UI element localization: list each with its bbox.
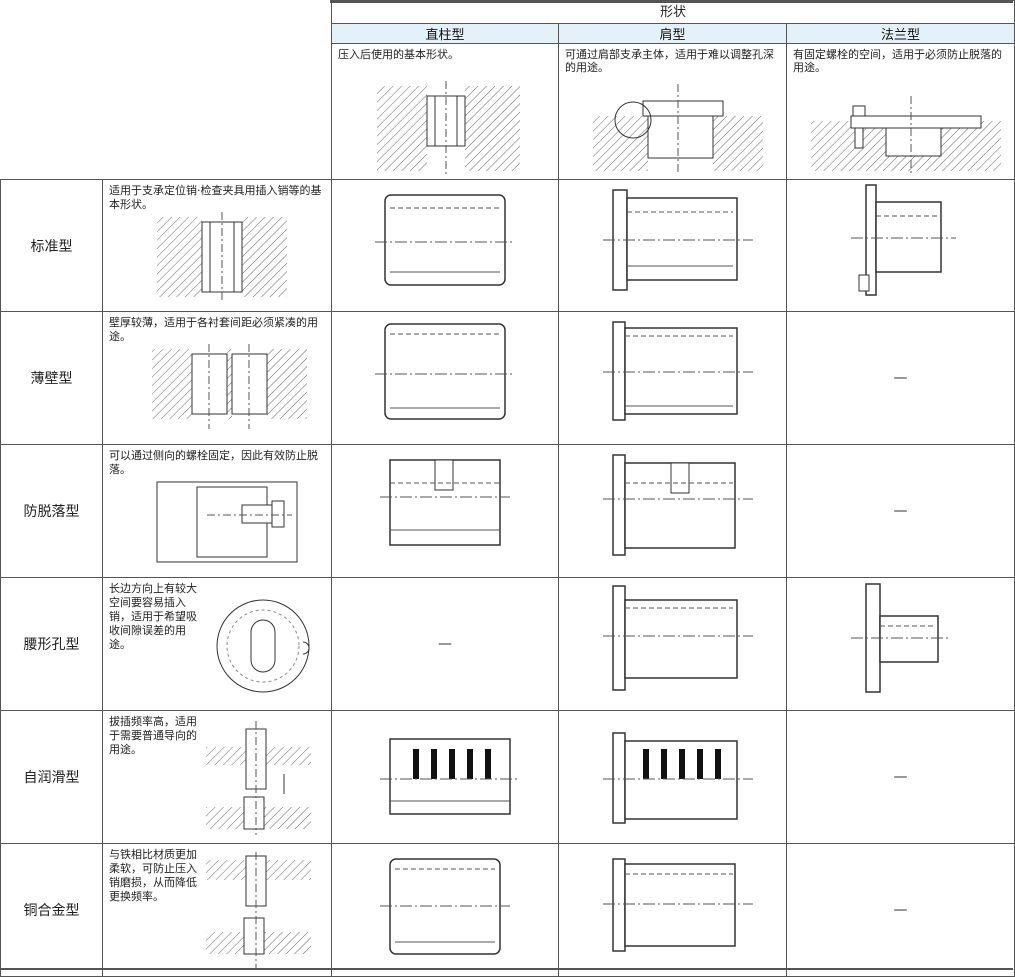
thin-wall-straight-figure xyxy=(375,323,515,420)
copper-alloy-section-figure xyxy=(206,852,311,968)
cell-self-lubricating-flange-empty: — xyxy=(785,710,1015,844)
cell-anti-drop-flange-empty: — xyxy=(785,444,1015,578)
oval-hole-top-view-figure xyxy=(216,599,310,693)
copper-alloy-shoulder-figure xyxy=(602,858,753,952)
row-desc-standard-text: 适用于支承定位销·检查夹具用插入销等的基本形状。 xyxy=(109,184,322,211)
col-desc-straight-text: 压入后使用的基本形状。 xyxy=(338,48,459,61)
row-name-anti-drop: 防脱落型 xyxy=(0,444,103,578)
corner-cell xyxy=(0,0,332,180)
shoulder-press-fit-figure xyxy=(592,84,763,174)
standard-shoulder-figure xyxy=(602,189,753,291)
cell-oval-hole-straight-empty: — xyxy=(331,577,559,711)
row-desc-oval-hole-text: 长边方向上有较大空间要容易插入销，适用于希望吸收间隙误差的用途。 xyxy=(109,582,197,651)
cell-oval-hole-shoulder xyxy=(558,577,787,711)
cell-copper-alloy-shoulder xyxy=(558,843,787,977)
standard-section-figure xyxy=(157,212,287,302)
anti-drop-shoulder-figure xyxy=(602,454,753,556)
row-desc-anti-drop: 可以通过侧向的螺栓固定，因此有效防止脱落。 xyxy=(102,444,332,578)
self-lubricating-shoulder-figure xyxy=(602,732,753,824)
row-desc-anti-drop-text: 可以通过侧向的螺栓固定，因此有效防止脱落。 xyxy=(109,449,318,476)
oval-hole-shoulder-figure xyxy=(602,585,753,691)
row-name-standard: 标准型 xyxy=(0,179,103,312)
cell-standard-shoulder xyxy=(558,179,787,312)
standard-straight-figure xyxy=(375,194,515,286)
row-desc-thin-wall-text: 壁厚较薄，适用于各衬套间距必须紧凑的用途。 xyxy=(109,316,318,343)
cell-self-lubricating-straight xyxy=(331,710,559,844)
shape-header: 形状 xyxy=(330,0,1015,24)
cell-oval-hole-flange xyxy=(785,577,1015,711)
col-header-shoulder: 肩型 xyxy=(558,23,787,44)
row-name-self-lubricating: 自润滑型 xyxy=(0,710,103,844)
row-desc-self-lubricating: 拔插频率高，适用于需要普通导向的用途。 xyxy=(102,710,332,844)
col-header-flange: 法兰型 xyxy=(785,23,1015,44)
row-desc-oval-hole: 长边方向上有较大空间要容易插入销，适用于希望吸收间隙误差的用途。 xyxy=(102,577,332,711)
col-desc-straight: 压入后使用的基本形状。 xyxy=(331,43,559,180)
copper-alloy-straight-figure xyxy=(380,858,510,955)
col-desc-shoulder: 可通过肩部支承主体，适用于难以调整孔深的用途。 xyxy=(558,43,787,180)
thin-wall-section-figure xyxy=(152,344,307,429)
col-desc-shoulder-text: 可通过肩部支承主体，适用于难以调整孔深的用途。 xyxy=(565,48,774,74)
cell-standard-flange xyxy=(785,179,1015,312)
anti-drop-straight-figure xyxy=(380,459,510,546)
row-desc-thin-wall: 壁厚较薄，适用于各衬套间距必须紧凑的用途。 xyxy=(102,311,332,445)
row-desc-copper-alloy-text: 与铁相比材质更加柔软，可防止压入销磨损，从而降低更换频率。 xyxy=(109,848,197,903)
self-lubricating-section-figure xyxy=(206,721,311,835)
anti-drop-section-figure xyxy=(156,481,298,563)
row-desc-self-lubricating-text: 拔插频率高，适用于需要普通导向的用途。 xyxy=(109,715,197,756)
flange-press-fit-figure xyxy=(810,96,1001,174)
row-name-thin-wall: 薄壁型 xyxy=(0,311,103,445)
straight-press-fit-figure xyxy=(377,81,520,174)
oval-hole-flange-figure xyxy=(850,583,951,693)
cell-anti-drop-straight xyxy=(331,444,559,578)
self-lubricating-straight-figure xyxy=(380,738,520,815)
row-name-oval-hole: 腰形孔型 xyxy=(0,577,103,711)
row-name-copper-alloy: 铜合金型 xyxy=(0,843,103,977)
cell-anti-drop-shoulder xyxy=(558,444,787,578)
standard-flange-figure xyxy=(850,184,956,296)
row-desc-standard: 适用于支承定位销·检查夹具用插入销等的基本形状。 xyxy=(102,179,332,312)
cell-self-lubricating-shoulder xyxy=(558,710,787,844)
col-header-straight: 直柱型 xyxy=(331,23,559,44)
row-desc-copper-alloy: 与铁相比材质更加柔软，可防止压入销磨损，从而降低更换频率。 xyxy=(102,843,332,977)
cell-standard-straight xyxy=(331,179,559,312)
col-desc-flange: 有固定螺栓的空间，适用于必须防止脱落的用途。 xyxy=(785,43,1015,180)
cell-thin-wall-straight xyxy=(331,311,559,445)
col-desc-flange-text: 有固定螺栓的空间，适用于必须防止脱落的用途。 xyxy=(793,48,1002,74)
table-top-rule xyxy=(330,0,1013,3)
cell-copper-alloy-flange-empty: — xyxy=(785,843,1015,977)
cell-thin-wall-shoulder xyxy=(558,311,787,445)
table-bottom-rule xyxy=(0,968,1013,970)
thin-wall-shoulder-figure xyxy=(602,321,753,421)
cell-copper-alloy-straight xyxy=(331,843,559,977)
cell-thin-wall-flange-empty: — xyxy=(785,311,1015,445)
